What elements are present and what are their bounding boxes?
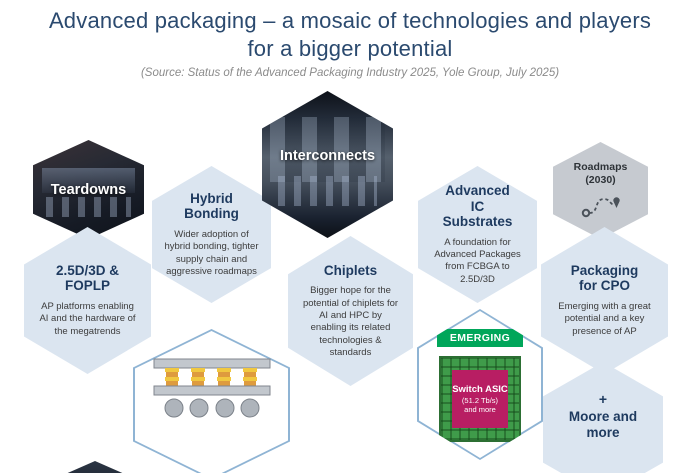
emerging-content: EMERGING Switch ASIC (51.2 Tb/s) and mor… bbox=[436, 327, 524, 442]
route-icon bbox=[581, 196, 620, 217]
page-title-line-2: for a bigger potential bbox=[247, 35, 453, 61]
emerging-badge: EMERGING bbox=[436, 329, 524, 347]
foplp-body: AP platforms enabling AI and the hardwar… bbox=[39, 301, 136, 337]
source-note: (Source: Status of the Advanced Packagin… bbox=[140, 67, 560, 79]
switch-asic-die: Switch ASIC (51.2 Tb/s) and more bbox=[452, 370, 508, 428]
chiplets-title: Chiplets bbox=[323, 262, 378, 278]
switch-asic-spec: (51.2 Tb/s) bbox=[461, 395, 499, 405]
switch-asic-more: and more bbox=[464, 404, 496, 414]
hybrid-bonding-body: Wider adoption of hybrid bonding, tighte… bbox=[164, 228, 259, 277]
package-cross-section-illustration bbox=[153, 358, 270, 418]
hex-chiplets: Chiplets Bigger hope for the potential o… bbox=[288, 236, 413, 386]
hex-teardowns: Teardowns bbox=[33, 140, 144, 239]
hex-roadmaps-2030: Roadmaps (2030) bbox=[553, 142, 648, 239]
foplp-title: 2.5D/3D & FOPLP bbox=[55, 262, 120, 294]
teardowns-label: Teardowns bbox=[50, 181, 127, 198]
moore-and-more-title: Moore and more bbox=[568, 409, 638, 440]
switch-asic-title: Switch ASIC bbox=[452, 383, 508, 395]
hex-advanced-ic-substrates: Advanced IC Substrates A foundation for … bbox=[418, 166, 537, 303]
package-illustration-wrap bbox=[148, 356, 276, 437]
interconnects-label: Interconnects bbox=[279, 147, 376, 164]
hex-emerging-switch-asic: EMERGING Switch ASIC (51.2 Tb/s) and mor… bbox=[417, 309, 543, 460]
chiplets-body: Bigger hope for the potential of chiplet… bbox=[302, 285, 399, 358]
bga-chip-graphic: Switch ASIC (51.2 Tb/s) and more bbox=[439, 356, 521, 442]
packaging-for-cpo-title: Packaging for CPO bbox=[570, 262, 639, 294]
hex-25d-3d-foplp: 2.5D/3D & FOPLP AP platforms enabling AI… bbox=[24, 227, 151, 374]
solder-balls bbox=[164, 398, 259, 418]
page-header: Advanced packaging – a mosaic of technol… bbox=[0, 7, 700, 79]
roadmaps-title: Roadmaps (2030) bbox=[573, 161, 628, 186]
chip-photo-texture bbox=[277, 176, 378, 206]
advanced-ic-substrates-body: A foundation for Advanced Packages from … bbox=[434, 236, 521, 285]
hex-moore-and-more: + Moore and more bbox=[543, 362, 663, 473]
hybrid-bonding-title: Hybrid Bonding bbox=[184, 190, 239, 222]
hex-cutoff-bottom-left bbox=[52, 461, 138, 473]
chip-photo-texture bbox=[46, 197, 131, 218]
hex-package-illustration bbox=[133, 329, 290, 473]
moore-plus-sign: + bbox=[598, 391, 608, 407]
page-title-line-1: Advanced packaging – a mosaic of technol… bbox=[48, 8, 652, 33]
copper-pillars bbox=[164, 368, 257, 386]
hex-hybrid-bonding: Hybrid Bonding Wider adoption of hybrid … bbox=[152, 166, 271, 303]
advanced-ic-substrates-title: Advanced IC Substrates bbox=[442, 183, 513, 230]
packaging-for-cpo-body: Emerging with a great potential and a ke… bbox=[558, 301, 651, 337]
hex-packaging-for-cpo: Packaging for CPO Emerging with a great … bbox=[541, 227, 668, 374]
hex-interconnects: Interconnects bbox=[262, 91, 393, 238]
